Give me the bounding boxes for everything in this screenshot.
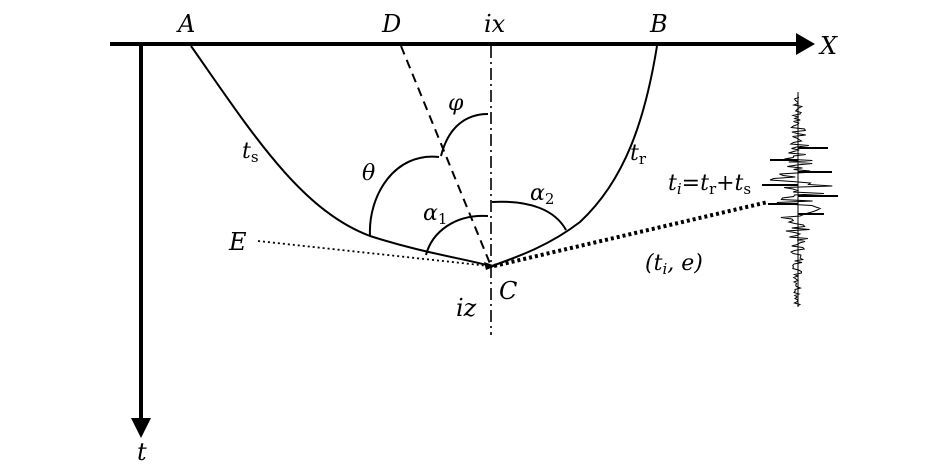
label-b: B bbox=[649, 10, 668, 38]
t-axis-arrowhead bbox=[131, 418, 151, 438]
label-tr: tr bbox=[630, 141, 647, 168]
seismic-trace-wiggle bbox=[762, 95, 838, 307]
e-dotted-line bbox=[257, 240, 490, 267]
ts-curve bbox=[190, 45, 492, 267]
phi-arc bbox=[440, 113, 489, 157]
label-iz: iz bbox=[456, 294, 477, 322]
tr-curve bbox=[491, 45, 658, 267]
label-t-axis: t bbox=[137, 438, 147, 466]
label-e: E bbox=[228, 228, 247, 256]
trace-dotted-line bbox=[493, 200, 769, 268]
label-phi: φ bbox=[448, 91, 464, 116]
x-axis-arrowhead bbox=[796, 33, 815, 55]
d-dashed-ray bbox=[400, 45, 492, 267]
label-ts: ts bbox=[242, 139, 259, 166]
label-d: D bbox=[381, 10, 401, 38]
point-c-marker bbox=[484, 262, 496, 270]
label-alpha2: α2 bbox=[530, 181, 554, 208]
label-ti-e-pair: (ti, e) bbox=[645, 251, 703, 278]
label-theta: θ bbox=[362, 161, 375, 186]
label-x-axis: X bbox=[818, 32, 838, 60]
seismic-trace-wiggle-path bbox=[769, 95, 833, 307]
alpha2-arc bbox=[491, 200, 567, 231]
label-travel-time-formula: ti=tr+ts bbox=[668, 171, 751, 198]
label-ix: ix bbox=[484, 10, 506, 38]
theta-arc bbox=[368, 155, 440, 237]
label-c: C bbox=[499, 277, 517, 305]
alpha1-arc bbox=[425, 214, 489, 256]
label-alpha1: α1 bbox=[423, 201, 447, 228]
label-a: A bbox=[176, 10, 195, 38]
